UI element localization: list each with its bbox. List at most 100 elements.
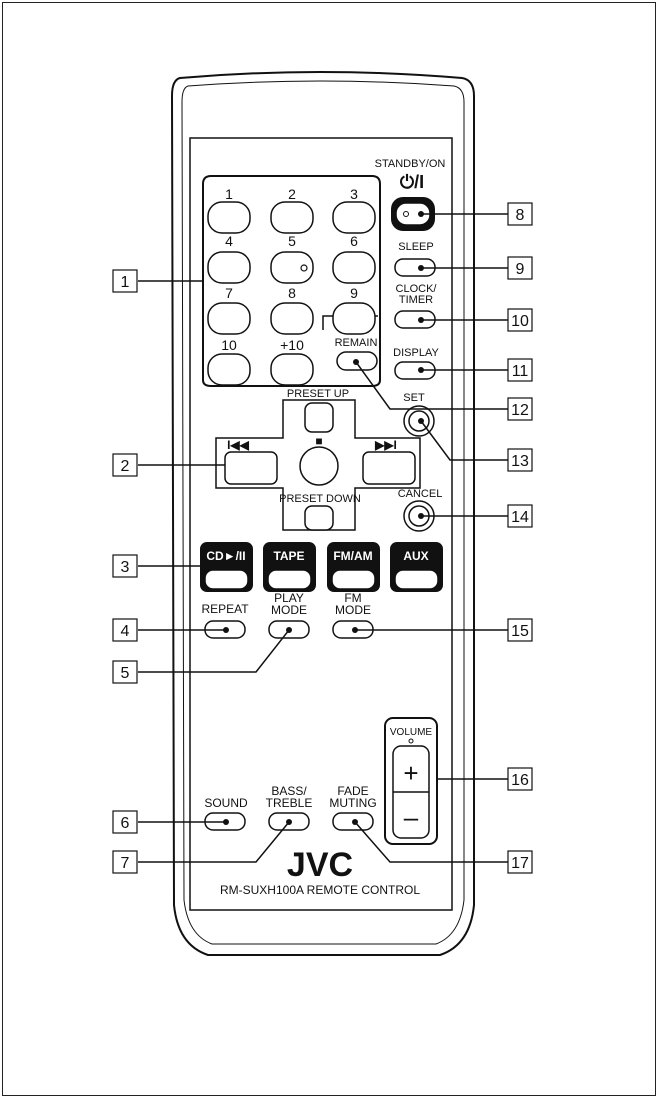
skip-back-button[interactable] xyxy=(224,451,278,485)
numkey-label: +10 xyxy=(280,337,304,353)
numkey-4-button[interactable] xyxy=(207,251,251,284)
aux-button[interactable] xyxy=(394,569,439,590)
callout-8: 8 xyxy=(516,207,525,224)
preset-up-label: PRESET UP xyxy=(287,388,349,400)
numkey-label: 2 xyxy=(288,186,296,202)
stop-button[interactable] xyxy=(299,446,339,486)
callout-14: 14 xyxy=(511,509,529,526)
clock-timer-label: CLOCK/ xyxy=(396,283,438,295)
fm-mode-label: MODE xyxy=(335,603,371,617)
sleep-label: SLEEP xyxy=(398,241,433,253)
callout-box xyxy=(507,358,533,382)
bass-treble-label: BASS/ xyxy=(271,784,307,798)
numkey-label: 6 xyxy=(350,233,358,249)
power-symbol-icon: ⏻/I xyxy=(400,172,424,192)
numkey-label: 10 xyxy=(221,337,237,353)
fmam-button[interactable] xyxy=(331,569,376,590)
tape-label: TAPE xyxy=(273,549,304,563)
callout-3: 3 xyxy=(121,559,130,576)
callout-4: 4 xyxy=(121,623,130,640)
tactile-dot-icon xyxy=(408,738,414,744)
preset-down-label: PRESET DOWN xyxy=(279,493,361,505)
sound-label: SOUND xyxy=(204,796,248,810)
callout-box xyxy=(507,448,533,472)
callouts-left: 1 2 3 4 5 6 7 xyxy=(112,269,138,874)
volume-up-button[interactable]: + xyxy=(403,758,418,788)
stop-icon: ■ xyxy=(315,434,322,448)
callout-1: 1 xyxy=(121,274,130,291)
numkey-7-button[interactable] xyxy=(207,302,251,335)
leader-lines xyxy=(138,211,508,863)
numkey-buttons xyxy=(207,201,376,386)
callout-17: 17 xyxy=(511,855,529,872)
transport-pad-outline xyxy=(215,399,421,531)
volume-label: VOLUME xyxy=(390,727,433,738)
callout-box xyxy=(112,850,138,874)
numkey-label: 9 xyxy=(350,285,358,301)
tape-button[interactable] xyxy=(267,569,312,590)
numkey-5-button[interactable] xyxy=(270,251,314,284)
remain-label: REMAIN xyxy=(335,337,378,349)
repeat-label: REPEAT xyxy=(201,602,249,616)
skip-forward-icon: ▶▶I xyxy=(374,438,397,452)
callout-box xyxy=(507,202,533,226)
source-buttons: CD►/II TAPE FM/AM AUX xyxy=(200,542,443,592)
callout-10: 10 xyxy=(511,313,529,330)
callout-9: 9 xyxy=(516,261,525,278)
cancel-label: CANCEL xyxy=(398,488,443,500)
callout-box xyxy=(507,504,533,528)
standby-label: STANDBY/ON xyxy=(375,158,446,170)
callout-box xyxy=(112,453,138,477)
preset-up-button[interactable] xyxy=(304,402,334,433)
volume-down-button[interactable]: – xyxy=(404,802,419,832)
fade-muting-label: FADE xyxy=(337,784,368,798)
callout-box xyxy=(112,554,138,578)
callout-5: 5 xyxy=(121,665,130,682)
preset-down-button[interactable] xyxy=(304,505,334,531)
numkey-10-button[interactable] xyxy=(207,353,251,386)
numkey-9-button[interactable] xyxy=(332,302,376,335)
callout-7: 7 xyxy=(121,855,130,872)
callout-box xyxy=(112,660,138,684)
fade-muting-label: MUTING xyxy=(329,796,376,810)
callout-box xyxy=(507,397,533,421)
play-mode-label: PLAY xyxy=(274,591,304,605)
clock-timer-label: TIMER xyxy=(399,294,433,306)
remote-body-inner-edge xyxy=(181,80,465,945)
callout-12: 12 xyxy=(511,402,529,419)
callout-6: 6 xyxy=(121,815,130,832)
numkey-1-button[interactable] xyxy=(207,201,251,234)
callout-15: 15 xyxy=(511,623,529,640)
set-label: SET xyxy=(403,392,425,404)
numkey-3-button[interactable] xyxy=(332,201,376,234)
numkey-6-button[interactable] xyxy=(332,251,376,284)
numkey-label: 4 xyxy=(225,233,233,249)
callout-16: 16 xyxy=(511,772,529,789)
callout-box xyxy=(507,767,533,791)
numkey-label: 5 xyxy=(288,233,296,249)
callout-2: 2 xyxy=(121,458,130,475)
skip-forward-button[interactable] xyxy=(362,451,416,485)
callout-box xyxy=(507,850,533,874)
bass-treble-label: TREBLE xyxy=(266,796,313,810)
tactile-dot-icon xyxy=(300,264,308,272)
numkey-labels: 1 2 3 4 5 6 7 8 9 10 +10 xyxy=(221,186,358,353)
display-label: DISPLAY xyxy=(393,347,439,359)
numkey-8-button[interactable] xyxy=(270,302,314,335)
callouts-right: 8 9 10 11 12 13 14 15 16 17 xyxy=(507,202,533,874)
callout-box xyxy=(507,618,533,642)
numkey-label: 3 xyxy=(350,186,358,202)
numkey-plus10-button[interactable] xyxy=(270,353,314,386)
fmam-label: FM/AM xyxy=(333,549,372,563)
numkey-label: 8 xyxy=(288,285,296,301)
callout-box xyxy=(112,810,138,834)
numkey-group xyxy=(202,175,381,387)
fm-mode-label: FM xyxy=(344,591,361,605)
cd-play-pause-button[interactable] xyxy=(204,569,249,590)
callout-box xyxy=(112,269,138,293)
numkey-label: 7 xyxy=(225,285,233,301)
cd-label: CD►/II xyxy=(206,549,245,563)
numkey-2-button[interactable] xyxy=(270,201,314,234)
